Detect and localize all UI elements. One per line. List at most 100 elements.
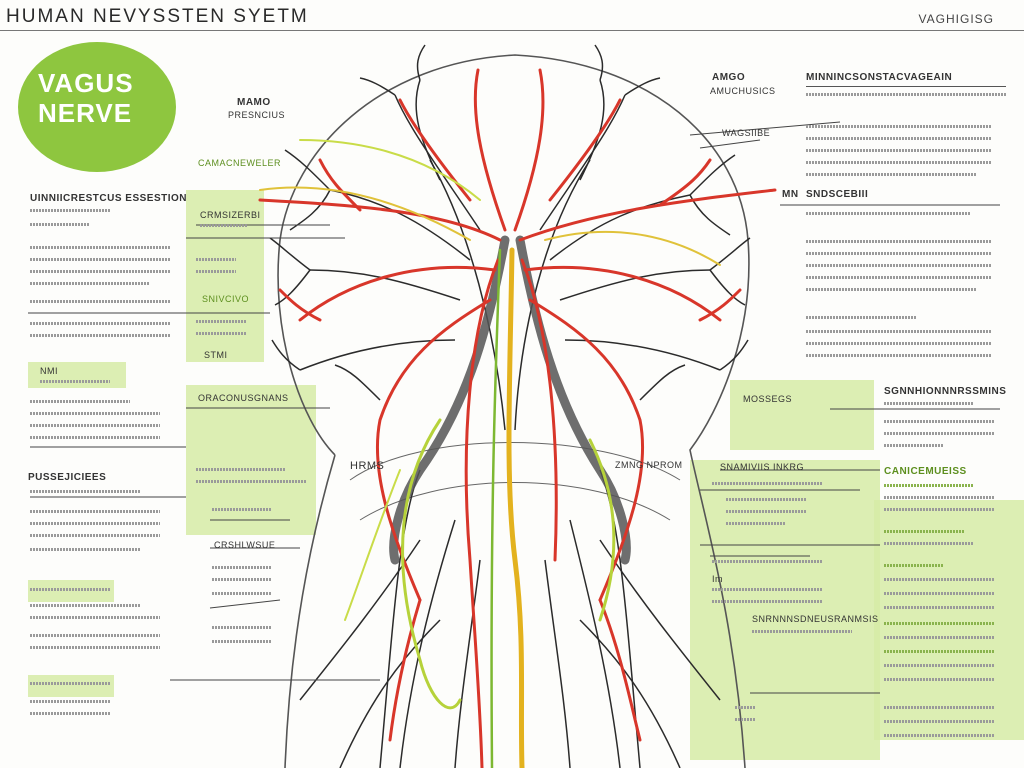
text-line bbox=[40, 380, 110, 383]
text-line bbox=[726, 522, 786, 525]
text-line bbox=[806, 342, 991, 345]
text-line bbox=[806, 316, 916, 319]
text-line bbox=[884, 542, 974, 545]
text-line bbox=[806, 252, 991, 255]
red-nerves bbox=[258, 68, 777, 768]
text-line bbox=[30, 424, 160, 427]
text-line bbox=[30, 634, 160, 637]
text-line bbox=[30, 436, 160, 439]
text-line bbox=[806, 330, 991, 333]
text-line bbox=[806, 212, 971, 215]
text-line bbox=[212, 592, 272, 595]
text-line bbox=[196, 468, 286, 471]
label-center-head: ORACONUSGNANS bbox=[198, 393, 289, 403]
text-line bbox=[30, 258, 170, 261]
text-line bbox=[752, 630, 852, 633]
text-line bbox=[196, 320, 246, 323]
text-line bbox=[30, 682, 110, 685]
text-line bbox=[30, 322, 170, 325]
label-right-lower-head: CANICEMUEISS bbox=[884, 466, 967, 477]
panel-right-side bbox=[874, 500, 1024, 740]
text-line bbox=[806, 240, 991, 243]
label-mid-label2: CRSHLWSUE bbox=[214, 540, 276, 550]
text-line bbox=[196, 270, 236, 273]
text-line bbox=[884, 678, 994, 681]
text-line bbox=[806, 173, 976, 176]
label-stmi: STMI bbox=[204, 350, 228, 360]
text-line bbox=[735, 706, 755, 709]
text-line bbox=[884, 420, 994, 423]
label-amgo-sub: AMUCHUSICS bbox=[710, 86, 776, 96]
label-crmsi: CRMSIZERBI bbox=[200, 210, 261, 220]
text-line bbox=[30, 223, 90, 226]
label-left-head: UINNIICRESTCUS ESSESTION bbox=[30, 193, 188, 204]
text-line bbox=[884, 432, 994, 435]
text-line bbox=[884, 706, 994, 709]
text-line bbox=[884, 578, 994, 581]
text-line bbox=[884, 720, 994, 723]
text-line bbox=[806, 288, 976, 291]
text-line bbox=[30, 300, 170, 303]
text-line bbox=[884, 564, 944, 567]
text-line bbox=[806, 125, 991, 128]
text-line bbox=[884, 592, 994, 595]
text-line bbox=[30, 282, 150, 285]
body-outline bbox=[277, 54, 750, 768]
label-snivo: SNIVCIVO bbox=[202, 294, 250, 304]
text-line bbox=[30, 490, 140, 493]
panel-left-bottom bbox=[28, 675, 114, 697]
text-line bbox=[196, 332, 246, 335]
label-sndc: SNDSCEBIII bbox=[806, 189, 869, 200]
text-line bbox=[806, 264, 991, 267]
text-line bbox=[196, 258, 236, 261]
text-line bbox=[30, 646, 160, 649]
label-mid-label: SNAMIVIIS INKRG bbox=[720, 462, 805, 472]
text-line bbox=[30, 412, 160, 415]
pointer-lines bbox=[28, 121, 1000, 694]
label-amgo: AMGO bbox=[712, 72, 746, 83]
label-left-small-panel: NMI bbox=[40, 366, 58, 376]
text-line bbox=[30, 700, 110, 703]
text-line bbox=[712, 600, 822, 603]
page-title: HUMAN NEVYSSTEN SYETM bbox=[6, 6, 309, 27]
text-line bbox=[806, 161, 991, 164]
badge-text: VAGUS NERVE bbox=[38, 68, 134, 128]
text-line bbox=[712, 560, 822, 563]
text-line bbox=[712, 588, 822, 591]
text-line bbox=[806, 276, 991, 279]
text-line bbox=[726, 510, 806, 513]
text-line bbox=[196, 480, 306, 483]
label-im: Im bbox=[712, 574, 723, 584]
label-mossegs: MOSSEGS bbox=[743, 394, 793, 404]
text-line bbox=[212, 566, 272, 569]
text-line bbox=[884, 484, 974, 487]
text-line bbox=[30, 522, 160, 525]
label-hrms: HRMS bbox=[350, 460, 385, 472]
text-line bbox=[806, 93, 1006, 96]
yellow-nerves bbox=[259, 139, 721, 768]
panel-right-top bbox=[730, 380, 874, 450]
text-line bbox=[30, 510, 160, 513]
text-line bbox=[884, 664, 994, 667]
text-line bbox=[30, 588, 110, 591]
text-line bbox=[212, 626, 272, 629]
corner-label: VAGHIGISG bbox=[918, 12, 994, 26]
text-line bbox=[30, 534, 160, 537]
label-left-lower-head: PUSSEJICIEES bbox=[28, 472, 107, 483]
label-mamo-sub: PRESNCIUS bbox=[228, 110, 286, 120]
title-divider bbox=[0, 30, 1024, 31]
text-line bbox=[30, 616, 160, 619]
badge-line2: NERVE bbox=[38, 98, 133, 128]
text-line bbox=[212, 578, 272, 581]
text-line bbox=[806, 137, 991, 140]
text-line bbox=[30, 270, 170, 273]
badge-line1: VAGUS bbox=[38, 68, 134, 98]
label-right-head: MINNINCSONSTACVAGEAIN bbox=[806, 72, 953, 83]
text-line bbox=[212, 508, 272, 511]
text-line bbox=[884, 734, 994, 737]
text-line bbox=[212, 640, 272, 643]
text-line bbox=[30, 712, 110, 715]
text-line bbox=[884, 636, 994, 639]
text-line bbox=[30, 334, 170, 337]
text-line bbox=[30, 400, 130, 403]
